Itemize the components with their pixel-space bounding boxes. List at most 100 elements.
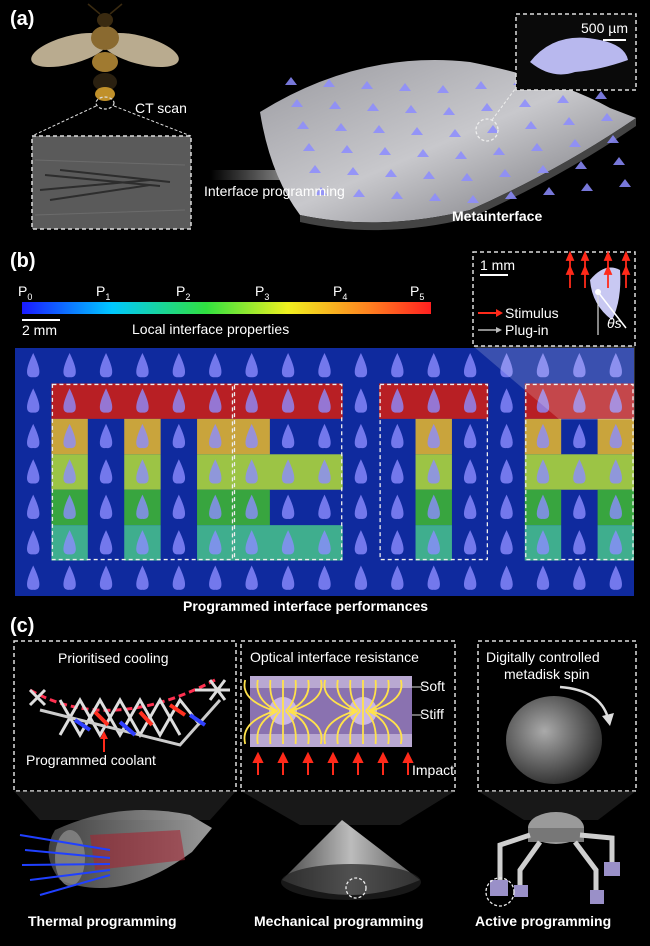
sheet-cone: [519, 99, 531, 107]
cone-unit: [500, 494, 513, 519]
stimulus-arrowhead: [580, 250, 590, 261]
impact-arrowhead: [327, 751, 339, 763]
cone-unit: [245, 423, 258, 449]
cone-unit: [427, 423, 440, 449]
robot-rover: [490, 812, 620, 904]
cone-unit: [318, 565, 331, 590]
cone-unit: [63, 423, 76, 449]
sheet-cone: [385, 169, 397, 177]
scale-1mm: 1 mm: [480, 257, 515, 273]
cone-unit: [391, 459, 404, 484]
cone-unit: [427, 565, 440, 590]
sheet-cone: [595, 91, 607, 99]
cone-unit: [500, 423, 513, 449]
cone-unit: [536, 352, 550, 378]
cone-closeup-icon: [530, 37, 628, 75]
cone-unit: [281, 565, 295, 590]
cone-unit: [209, 530, 222, 555]
programmed-coolant-label: Programmed coolant: [26, 752, 156, 768]
cone-unit: [427, 352, 440, 378]
field-line: [243, 710, 276, 745]
active-caption: Active programming: [475, 913, 612, 929]
legend-plugin: Plug-in: [505, 322, 549, 338]
field-line: [288, 679, 310, 712]
stiff-label: Stiff: [420, 706, 444, 722]
cone-unit: [391, 565, 404, 590]
sheet-cone: [329, 101, 341, 109]
sheet-cone: [297, 121, 309, 129]
cone-unit: [354, 565, 368, 590]
cone-unit: [136, 352, 149, 378]
impact-arrowhead: [277, 751, 289, 763]
panel-b-label: (b): [10, 250, 36, 272]
field-line: [285, 679, 297, 712]
sheet-cone: [391, 191, 403, 199]
cone-unit: [27, 530, 40, 555]
active-title-line1: Digitally controlled: [486, 649, 600, 665]
inset-cone-icon: [590, 267, 621, 320]
sheet-cone: [475, 81, 487, 89]
impact-label: Impact: [412, 762, 455, 778]
sheet-cone: [285, 77, 297, 85]
cone-unit: [99, 565, 113, 590]
cone-unit: [136, 565, 149, 590]
cone-unit: [354, 352, 368, 378]
metainterface-sheet: [260, 60, 636, 223]
cone-unit: [463, 459, 477, 484]
sheet-cone: [423, 171, 435, 179]
cone-unit: [354, 494, 368, 519]
sheet-cone: [461, 173, 473, 181]
mechanical-caption: Mechanical programming: [254, 913, 424, 929]
sheet-cone: [309, 165, 321, 173]
letter-outline: [233, 383, 343, 561]
impact-arrowhead: [252, 751, 264, 763]
cone-unit: [536, 494, 550, 519]
sheet-cone: [303, 143, 315, 151]
bee-illustration: [31, 3, 179, 101]
field-line: [336, 710, 358, 745]
cone-unit: [318, 494, 331, 519]
cone-unit: [500, 388, 513, 413]
jet-engine: [19, 810, 212, 896]
impact-arrowhead: [352, 751, 364, 763]
cone-unit: [609, 388, 622, 413]
cone-unit: [354, 459, 368, 484]
field-line: [256, 679, 278, 712]
stimulus-arrowhead: [565, 250, 575, 261]
cone-unit: [500, 459, 513, 484]
cone-unit: [245, 352, 258, 378]
field-line: [256, 710, 278, 745]
metadisk: [506, 696, 602, 784]
cone-unit: [354, 423, 368, 449]
field-line: [269, 710, 281, 745]
cone-unit: [500, 352, 513, 378]
cone-unit: [427, 388, 440, 413]
stimulus-arrowhead: [621, 250, 631, 261]
tick-p1: P1: [96, 283, 111, 302]
ct-scan-image: [32, 136, 191, 229]
cone-unit: [172, 352, 186, 378]
cone-unit: [318, 388, 331, 413]
sheet-cone: [373, 125, 385, 133]
thermal-caption: Thermal programming: [28, 913, 177, 929]
cone-unit: [99, 388, 113, 413]
stimulus-arrowhead: [565, 264, 575, 275]
metainterface-caption: Metainterface: [452, 208, 543, 224]
cone-unit: [536, 459, 550, 484]
field-line: [336, 679, 358, 712]
sheet-cone: [367, 103, 379, 111]
sheet-cone: [417, 149, 429, 157]
cone-unit: [63, 388, 76, 413]
sheet-cone: [543, 187, 555, 195]
cone-unit: [609, 494, 622, 519]
sheet-cone: [361, 81, 373, 89]
sheet-cone: [323, 79, 335, 87]
cone-unit: [172, 459, 186, 484]
cone-unit: [136, 530, 149, 555]
tick-p0: P0: [18, 283, 33, 302]
cone-unit: [463, 423, 477, 449]
impact-arrowhead: [377, 751, 389, 763]
stimulus-arrowhead: [580, 264, 590, 275]
cone-unit: [391, 352, 404, 378]
cone-unit: [536, 388, 550, 413]
